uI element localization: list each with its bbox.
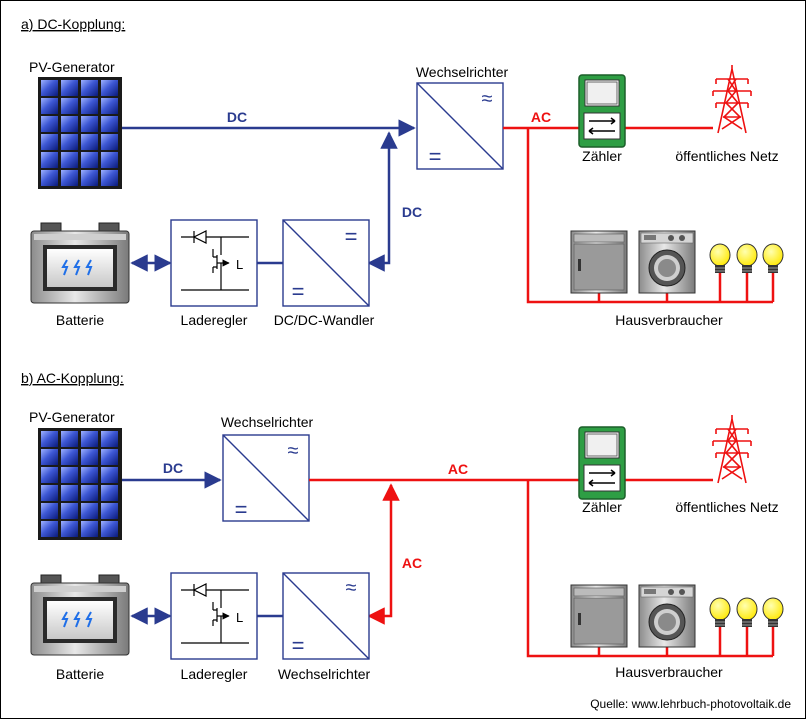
section-a: a) DC-Kopplung: PV-Generator Wechselrich… [21, 16, 784, 328]
pv-generator-label: PV-Generator [29, 409, 115, 425]
pylon-icon [712, 64, 752, 134]
section-b: b) AC-Kopplung: PV-Generator DC Wechselr… [21, 370, 784, 682]
bulb-icon [736, 243, 758, 274]
inverter-box: ≈ = [222, 434, 310, 522]
meter-label: Zähler [582, 499, 622, 515]
charger-box: L [170, 219, 258, 307]
inductor-symbol: L [236, 257, 243, 272]
inverter-box: ≈ = [416, 82, 504, 170]
dc-line-converter-to-inverter [367, 131, 398, 272]
battery-label: Batterie [56, 312, 104, 328]
charger-label: Laderegler [181, 312, 248, 328]
pv-panel-icon [38, 77, 122, 189]
dc-symbol: = [292, 279, 305, 304]
dc-label-vertical: DC [402, 204, 422, 220]
ac-symbol: ≈ [346, 577, 357, 599]
pylon-icon [712, 414, 752, 484]
converter-label: DC/DC-Wandler [274, 312, 375, 328]
bulb-icon [736, 597, 758, 628]
dc-symbol: = [235, 497, 248, 522]
dc-symbol: = [429, 144, 442, 169]
battery-icon [30, 222, 130, 304]
dc-label-top: DC [227, 109, 247, 125]
inverter-label: Wechselrichter [416, 64, 509, 80]
bulb-icon [762, 243, 784, 274]
ac-symbol: ≈ [482, 88, 493, 110]
battery-inverter-label: Wechselrichter [278, 666, 371, 682]
dc-symbol: = [292, 633, 305, 658]
bulb-icon [709, 243, 731, 274]
grid-label: öffentliches Netz [675, 148, 778, 164]
meter-icon [578, 426, 626, 500]
converter-box: = = [282, 219, 370, 307]
meter-icon [578, 74, 626, 148]
section-a-heading: a) DC-Kopplung: [21, 16, 125, 32]
washer-icon [638, 230, 696, 294]
pv-panel-icon [38, 428, 122, 540]
bulb-icon [762, 597, 784, 628]
dc-symbol: = [345, 224, 358, 249]
battery-label: Batterie [56, 666, 104, 682]
charger-label: Laderegler [181, 666, 248, 682]
dc-label: DC [163, 460, 183, 476]
ac-label: AC [531, 109, 551, 125]
consumers-label: Hausverbraucher [615, 664, 723, 680]
meter-label: Zähler [582, 148, 622, 164]
fridge-icon [570, 230, 628, 294]
grid-label: öffentliches Netz [675, 499, 778, 515]
charger-box: L [170, 572, 258, 660]
inductor-symbol: L [236, 610, 243, 625]
ac-line-consumers [526, 480, 773, 658]
battery-icon [30, 574, 130, 656]
ac-line-consumers [526, 128, 773, 304]
source-credit: Quelle: www.lehrbuch-photovoltaik.de [590, 697, 791, 711]
battery-inverter-box: ≈ = [282, 572, 370, 660]
ac-label-top: AC [448, 461, 468, 477]
ac-line-battery-inverter [367, 483, 400, 625]
washer-icon [638, 584, 696, 648]
fridge-icon [570, 584, 628, 648]
bulb-icon [709, 597, 731, 628]
inverter-label: Wechselrichter [221, 414, 314, 430]
pv-generator-label: PV-Generator [29, 59, 115, 75]
ac-symbol: ≈ [288, 440, 299, 462]
section-b-heading: b) AC-Kopplung: [21, 370, 124, 386]
ac-label-vertical: AC [402, 555, 422, 571]
consumers-label: Hausverbraucher [615, 312, 723, 328]
